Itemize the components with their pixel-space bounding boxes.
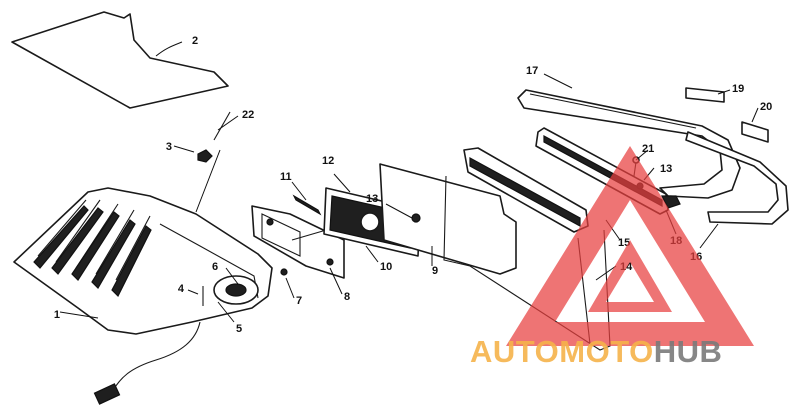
part-2-pad bbox=[11, 11, 229, 109]
watermark-text: AUTOMOTOHUB bbox=[470, 334, 722, 369]
callout-19: 19 bbox=[732, 83, 744, 95]
callout-5: 5 bbox=[236, 323, 242, 335]
callout-6: 6 bbox=[212, 261, 218, 273]
svg-text:AUTOMOTOHUB: AUTOMOTOHUB bbox=[470, 334, 722, 369]
callout-13-left: 13 bbox=[366, 193, 378, 205]
callout-9: 9 bbox=[432, 265, 438, 277]
watermark bbox=[506, 146, 754, 346]
part-11-rod bbox=[292, 194, 322, 216]
callout-20: 20 bbox=[760, 101, 772, 113]
part-1-housing bbox=[13, 187, 273, 405]
watermark-moto: MOTO bbox=[559, 334, 653, 369]
callout-21: 21 bbox=[642, 143, 654, 155]
part-16-outer-bar bbox=[661, 131, 789, 225]
callout-2: 2 bbox=[192, 35, 198, 47]
callout-17: 17 bbox=[526, 65, 538, 77]
watermark-triangle-icon bbox=[506, 146, 754, 346]
callout-13-right: 13 bbox=[660, 163, 672, 175]
watermark-hub: HUB bbox=[654, 334, 723, 369]
decals bbox=[685, 87, 769, 143]
watermark-auto: AUTO bbox=[470, 334, 559, 369]
callout-11: 11 bbox=[280, 171, 292, 183]
callout-3: 3 bbox=[166, 141, 172, 153]
callout-7: 7 bbox=[296, 295, 302, 307]
callout-8: 8 bbox=[344, 291, 350, 303]
callout-1: 1 bbox=[54, 309, 60, 321]
callout-22: 22 bbox=[242, 109, 254, 121]
callout-10: 10 bbox=[380, 261, 392, 273]
callout-4: 4 bbox=[178, 283, 185, 295]
callout-12: 12 bbox=[322, 155, 334, 167]
